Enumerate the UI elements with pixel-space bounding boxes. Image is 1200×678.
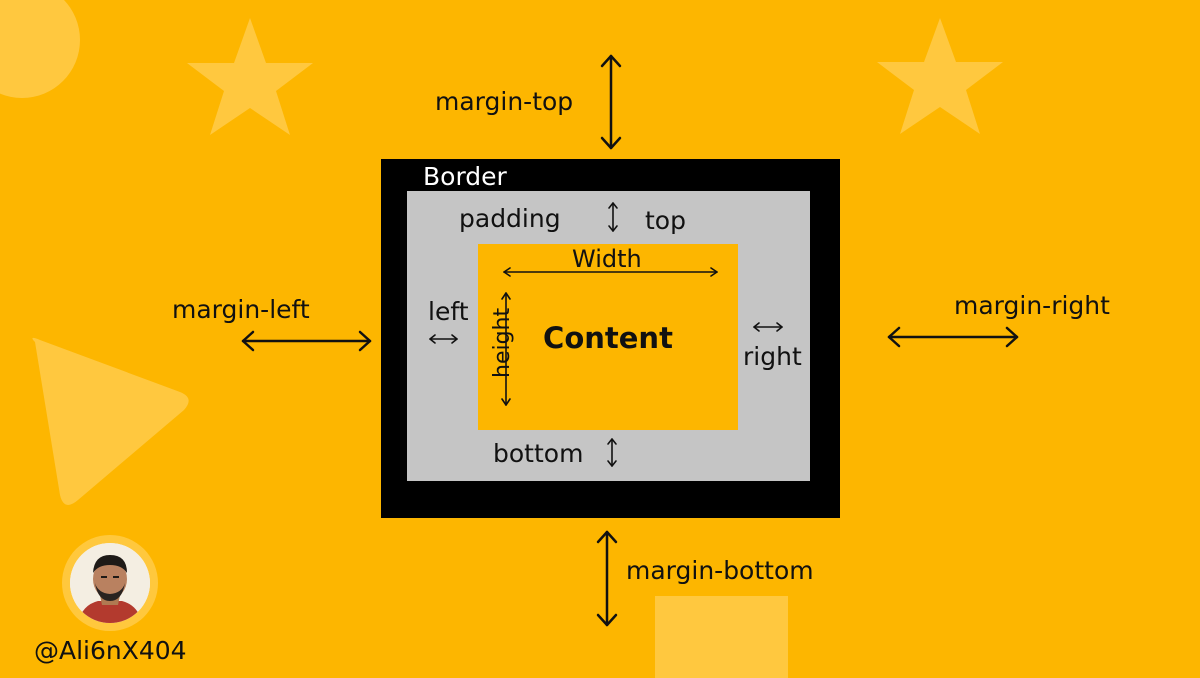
double-arrow-icon: [607, 438, 617, 467]
double-arrow-icon: [753, 322, 783, 332]
avatar: [62, 535, 158, 631]
margin-top-label: margin-top: [435, 87, 574, 116]
margin-right-label: margin-right: [954, 291, 1110, 320]
double-arrow-icon: [608, 202, 618, 232]
padding-right-label: right: [743, 342, 802, 371]
border-label: Border: [423, 162, 507, 191]
padding-top-label: top: [645, 206, 686, 235]
double-arrow-icon: [241, 330, 372, 352]
padding-label: padding: [459, 204, 561, 233]
margin-bottom-label: margin-bottom: [626, 556, 814, 585]
content-box: [478, 244, 738, 430]
margin-left-label: margin-left: [172, 295, 310, 324]
avatar-photo: [70, 543, 150, 623]
content-label: Content: [543, 321, 673, 355]
width-label: Width: [572, 245, 642, 273]
padding-bottom-label: bottom: [493, 439, 584, 468]
double-arrow-icon: [596, 530, 618, 627]
double-arrow-icon: [887, 326, 1019, 348]
double-arrow-icon: [501, 292, 511, 406]
double-arrow-icon: [600, 54, 622, 150]
author-handle: @Ali6nX404: [34, 636, 187, 665]
padding-left-label: left: [428, 297, 469, 326]
double-arrow-icon: [429, 334, 458, 344]
person-icon: [70, 543, 150, 623]
double-arrow-icon: [503, 267, 718, 277]
